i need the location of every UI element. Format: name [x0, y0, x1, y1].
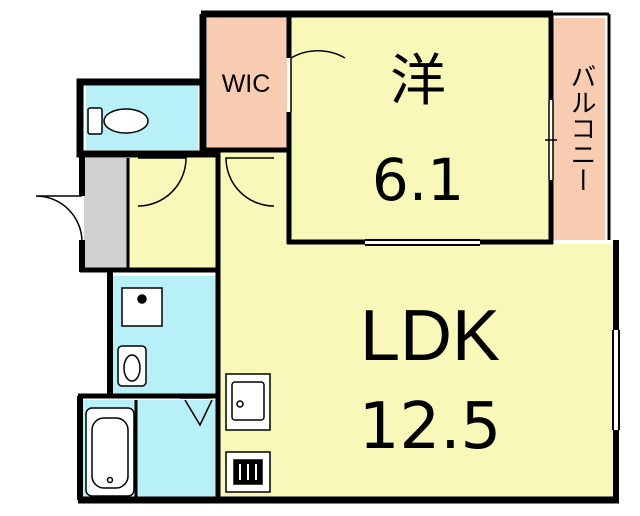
toilet-icon [87, 107, 149, 135]
wash-basin-icon [117, 345, 147, 387]
wic-door [290, 50, 346, 112]
ldk-name: LDK [360, 296, 500, 376]
balcony-window [545, 100, 557, 180]
wic-room [207, 18, 287, 148]
bath-door-mark [184, 399, 213, 427]
walls [76, 10, 620, 504]
doors [35, 50, 346, 427]
washer-icon [121, 287, 163, 327]
western-room-size: 6.1 [372, 146, 464, 214]
stove-icon [225, 451, 271, 493]
entrance-door [35, 195, 83, 243]
balcony-label: バルコニー [566, 63, 596, 193]
ldk-door [225, 157, 275, 207]
entrance-hall [128, 158, 216, 268]
western-room [291, 18, 549, 240]
wic-label: WIC [222, 70, 271, 98]
balcony-area [553, 18, 605, 240]
kitchen-sink-icon [225, 373, 271, 431]
western-room-name: 洋 [390, 49, 446, 114]
hall-door [137, 157, 187, 207]
ldk-size: 12.5 [359, 390, 502, 464]
ldk-room [216, 150, 614, 497]
entrance-closet [84, 158, 128, 268]
bathtub-icon [85, 407, 135, 497]
